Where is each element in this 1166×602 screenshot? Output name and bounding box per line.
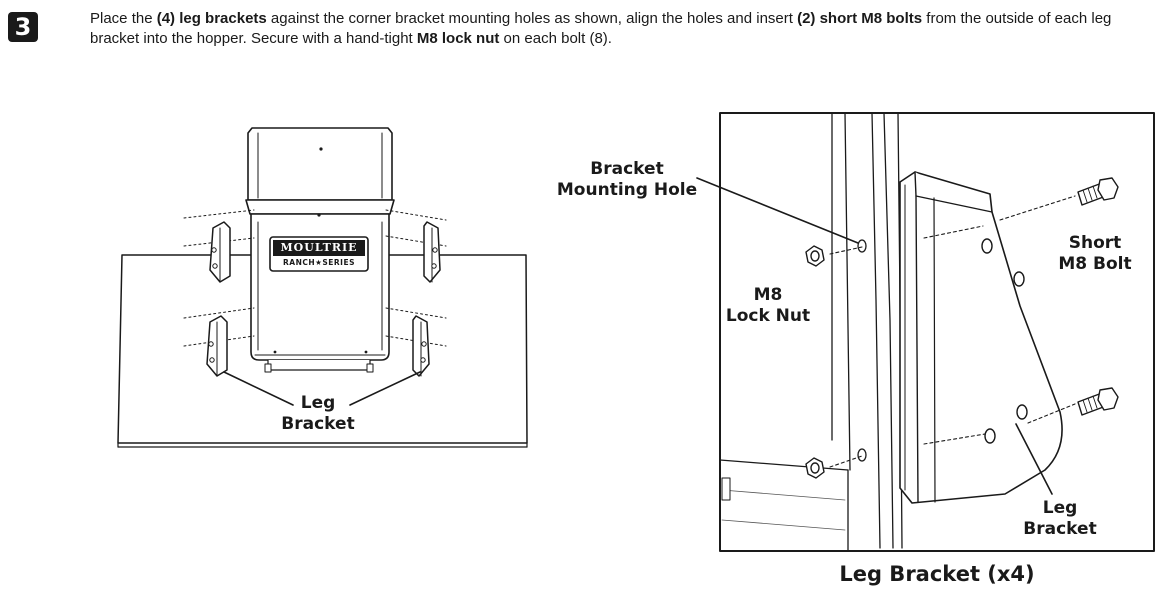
instruction-part: from the outside of each leg bracket int… [90, 10, 1112, 47]
instruction-text: Place the (4) leg brackets against the c… [90, 9, 1155, 49]
label-line: Lock Nut [725, 306, 811, 326]
instruction-part: Place the [90, 10, 157, 27]
leg-bracket-detail [899, 171, 1063, 504]
leg-bracket-label: Leg Bracket [268, 393, 368, 435]
instruction-part: against the corner bracket mounting hole… [266, 10, 798, 27]
bolt-label: Short M8 Bolt [1045, 233, 1145, 275]
label-line: M8 [753, 285, 783, 305]
label-line: Mounting Hole [556, 180, 698, 200]
instruction-bold: (4) leg brackets [156, 10, 267, 27]
label-line: Leg [1042, 498, 1078, 518]
brand-logo-text: MOULTRIE [280, 241, 358, 254]
brand-logo-subtext: RANCH★SERIES [283, 258, 355, 267]
hopper-overview [117, 127, 528, 448]
instruction-bold: M8 lock nut [416, 30, 500, 47]
detail-view [696, 112, 1155, 552]
label-line: Bracket [1023, 519, 1097, 539]
detail-caption: Leg Bracket (x4) [839, 562, 1035, 586]
label-line: Bracket [281, 414, 355, 434]
instruction-part: on each bolt (8). [499, 30, 612, 47]
label-line: Bracket [590, 159, 664, 179]
mounting-hole-label: Bracket Mounting Hole [552, 159, 702, 201]
label-line: Short [1068, 233, 1122, 253]
step-number-badge: 3 [8, 12, 38, 42]
detail-bracket-label: Leg Bracket [1010, 498, 1110, 540]
label-line: Leg [300, 393, 336, 413]
lock-nut-icon [805, 245, 825, 479]
instruction-bold: (2) short M8 bolts [797, 10, 923, 27]
label-line: M8 Bolt [1058, 254, 1132, 274]
lock-nut-label: M8 Lock Nut [718, 285, 818, 327]
bolt-icon [1077, 177, 1119, 416]
